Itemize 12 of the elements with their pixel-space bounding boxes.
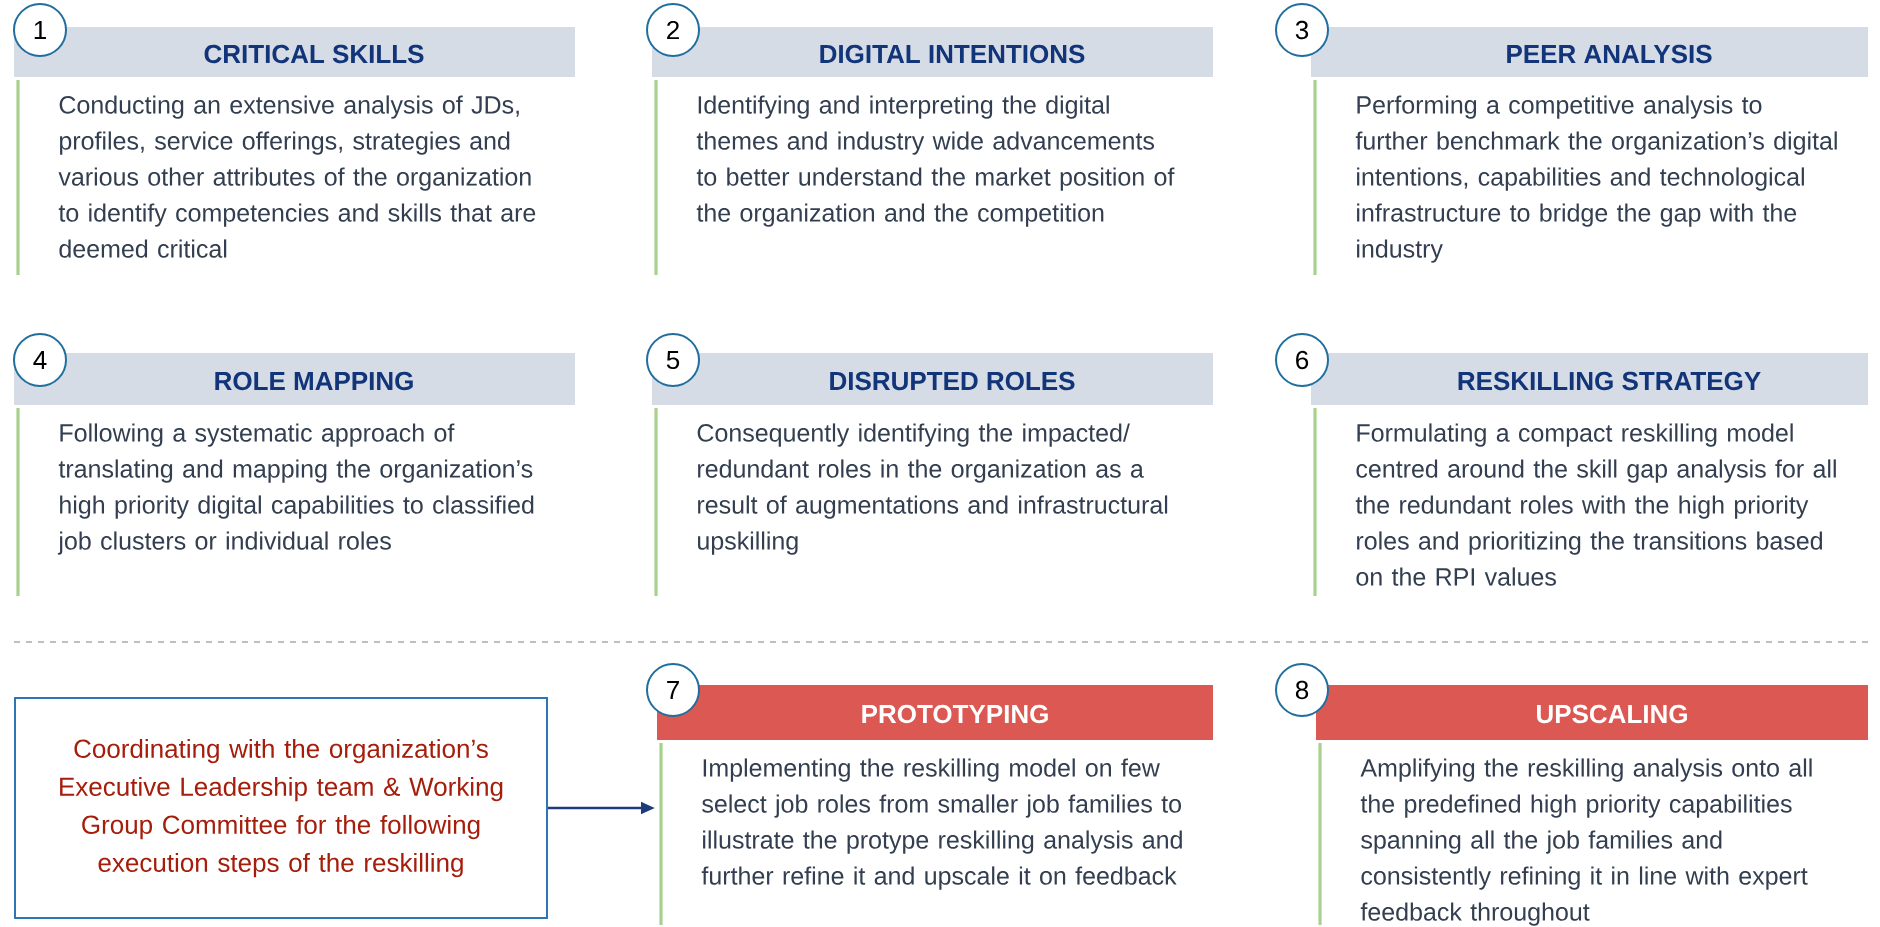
node-label: Conducting an extensive analysis of JDs, profiles, service offerings, strategies and various other attributes of the organization to identify competencies and skills that are deemed critical — [58, 95, 536, 258]
note-box: Coordinating with the organization’s Executive Leadership team & Working Group Committee for the following execution steps of the reskilling — [14, 697, 548, 919]
node-label: Identifying and interpreting the digital themes and industry wide advancements to better understand the market position of the organization and the competition — [696, 95, 1175, 227]
node-label: Consequently identifying the impacted/ redundant roles in the organization as a result of augmentations and infrastructural upskilling — [697, 423, 1168, 555]
node-label: Implementing the reskilling model on few select job roles from smaller job families to illustrate the protype reskilling analysis and further refine it and upscale it on feedback — [701, 758, 1182, 890]
step-card: RESKILLING STRATEGY Formulating a compact reskilling model centred around the skill gap analysis for all the redundant roles with the high priority roles and prioritizing the transitions based on the RPI values — [1311, 353, 1868, 596]
step-card: UPSCALING Amplifying the reskilling analysis onto all the predefined high priority capabilities spanning all the job families and consistently refining it in line with expert feedback throughout — [1316, 685, 1868, 926]
step-card: PEER ANALYSIS Performing a competitive analysis to further benchmark the organization’s digital intentions, capabilities and technological infrastructure to bridge the gap with the industry — [1311, 27, 1868, 275]
node-label: Performing a competitive analysis to further benchmark the organization’s digital intentions, capabilities and technological infrastructure to bridge the gap with the industry — [1355, 95, 1837, 263]
node-label: Following a systematic approach of translating and mapping the organization’s high priority digital capabilities to classified job clusters or individual roles — [57, 423, 534, 555]
node-label: Amplifying the reskilling analysis onto all the predefined high priority capabilities spanning all the job families and consistently refining it in line with expert feedback throughout — [1360, 758, 1812, 926]
node-label: Formulating a compact reskilling model centred around the skill gap analysis for all the redundant roles with the high priority roles and prioritizing the transitions based on the RPI values — [1355, 423, 1836, 586]
